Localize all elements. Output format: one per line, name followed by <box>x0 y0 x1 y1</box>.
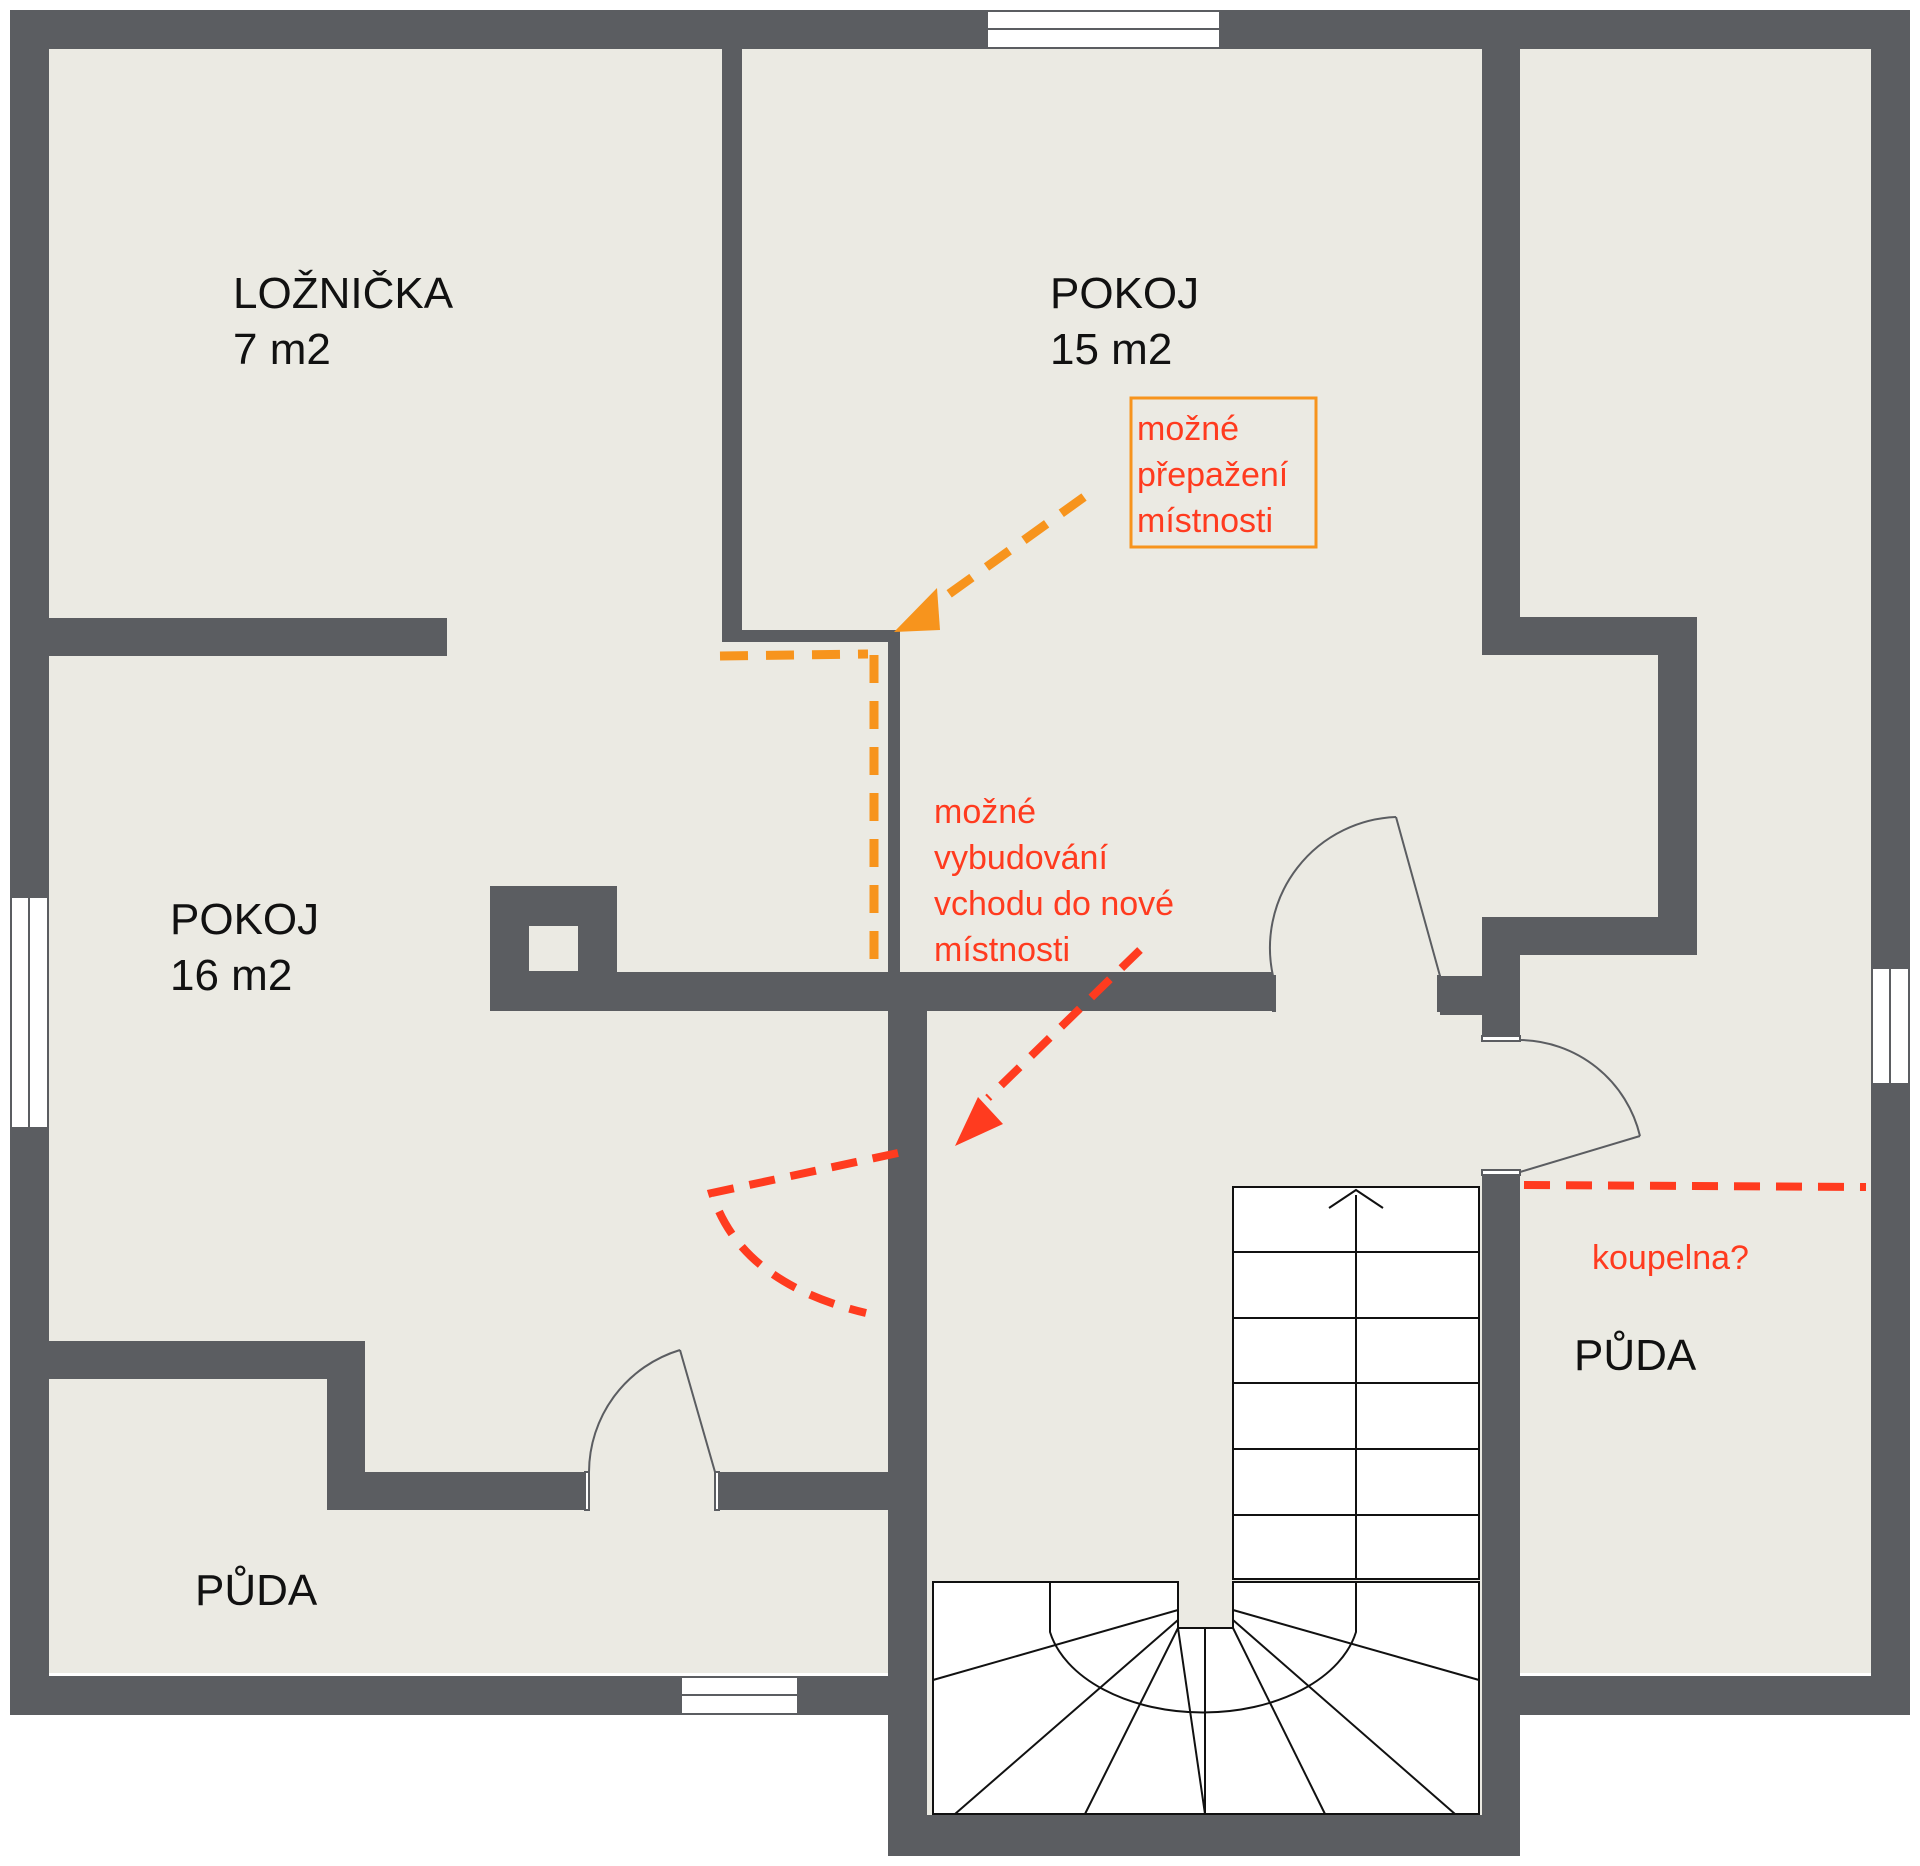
wall-loznicka-bottom <box>49 618 447 656</box>
walls <box>10 10 1910 1856</box>
dashed-arrow-icon <box>985 947 1143 1101</box>
partition-proposal <box>719 493 1087 962</box>
wall-notch-right <box>1658 617 1697 955</box>
stairs-icon <box>932 1186 1480 1815</box>
wall-pokoj15-bottom-stub <box>722 630 898 642</box>
room-label-pokoj-16: POKOJ <box>170 895 319 944</box>
wall-puda-left-door-right <box>718 1472 888 1510</box>
wall-loznicka-pokoj15 <box>722 49 742 638</box>
room-label-puda-left: PŮDA <box>195 1564 318 1615</box>
door-swing-icon <box>1268 816 1441 1012</box>
arrow-head-orange <box>894 588 940 632</box>
door-swing-proposal <box>706 1149 899 1317</box>
chimney-icon <box>529 926 578 971</box>
stair-bay-bottom <box>888 1815 1520 1856</box>
wall-puda-right-upper <box>1482 917 1520 1039</box>
note-entrance-line-3: vchodu do nové <box>934 885 1174 923</box>
note-partition-line-2: přepažení <box>1137 456 1289 494</box>
wall-pokoj15-right <box>1482 49 1520 655</box>
window-icon <box>680 1676 799 1715</box>
exterior-wall-top <box>10 10 1910 49</box>
dashed-arrow-icon <box>932 493 1087 608</box>
exterior-wall-bottom-right <box>1520 1676 1910 1715</box>
wall-puda-left-top <box>49 1341 365 1379</box>
partition-note-box <box>1129 396 1318 549</box>
note-partition-line-3: místnosti <box>1137 502 1273 540</box>
exterior-wall-left <box>10 10 49 1715</box>
window-icon <box>1871 967 1910 1085</box>
doors <box>584 816 1641 1511</box>
note-entrance-line-2: vybudování <box>934 839 1108 877</box>
exterior-wall-right <box>1871 10 1910 1715</box>
bathroom-dashed-line <box>1523 1181 1867 1191</box>
wall-pokoj16-right <box>490 972 1273 1011</box>
window-icon <box>986 10 1221 49</box>
partition-dashed-line-horizontal <box>719 649 869 661</box>
door-swing-icon <box>1481 1035 1641 1176</box>
room-area-pokoj-15: 15 m2 <box>1050 325 1172 374</box>
wall-puda-left-door-left <box>327 1472 588 1510</box>
door-swing-icon <box>584 1349 720 1511</box>
room-area-loznicka: 7 m2 <box>233 325 331 374</box>
room-label-puda-right: PŮDA <box>1574 1329 1697 1380</box>
windows <box>10 10 1910 1715</box>
note-entrance-line-1: možné <box>934 793 1036 831</box>
room-label-pokoj-15: POKOJ <box>1050 269 1199 318</box>
wall-pokoj15-corridor <box>888 630 900 978</box>
entrance-proposal <box>706 947 1867 1317</box>
note-entrance-line-4: místnosti <box>934 931 1070 969</box>
note-bathroom: koupelna? <box>1592 1239 1749 1277</box>
room-area-pokoj-16: 16 m2 <box>170 951 292 1000</box>
window-icon <box>10 896 49 1129</box>
room-label-loznicka: LOŽNIČKA <box>233 268 454 318</box>
note-partition-line-1: možné <box>1137 410 1239 448</box>
wall-corridor-top-right <box>1440 976 1482 1015</box>
stair-bay-right <box>1482 1176 1520 1856</box>
arrow-head-red <box>955 1097 1003 1146</box>
wall-corridor-divider <box>888 1006 927 1676</box>
